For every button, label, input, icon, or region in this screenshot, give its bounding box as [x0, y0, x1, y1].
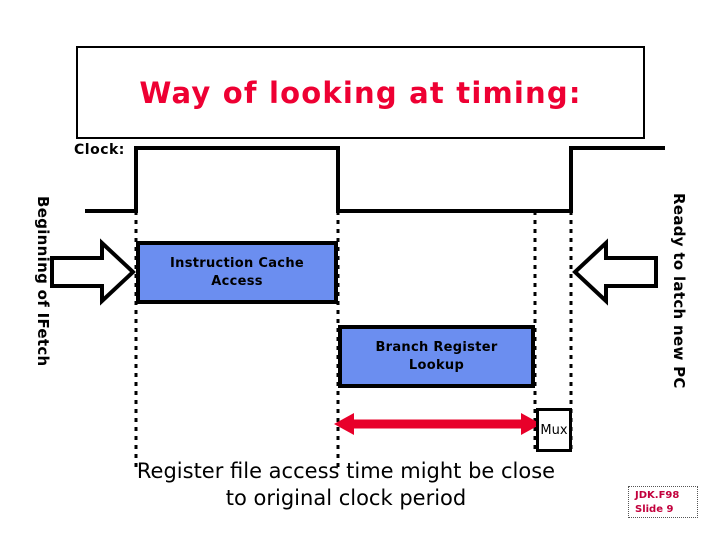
instruction-cache-access-box[interactable]: Instruction Cache Access	[136, 241, 338, 304]
slide-badge-source: JDK.F98	[635, 490, 680, 501]
mux-label: Mux	[540, 422, 568, 438]
instruction-cache-access-label: Instruction Cache Access	[170, 255, 304, 290]
label-ready-to-latch-new-pc: Ready to latch new PC	[670, 193, 688, 389]
label-beginning-of-ifetch: Beginning of IFetch	[34, 196, 52, 367]
icache-line-1: Instruction Cache	[170, 255, 304, 271]
branch-line-2: Lookup	[408, 357, 465, 373]
clock-waveform	[85, 146, 665, 213]
caption-text: Register file access time might be close…	[96, 458, 596, 513]
caption-line-2: to original clock period	[225, 486, 467, 511]
slide-badge-number: Slide 9	[635, 503, 674, 515]
slide-badge: JDK.F98 Slide 9	[628, 486, 698, 518]
block-arrow-left-icon	[572, 238, 658, 306]
block-arrow-right-icon	[50, 238, 136, 306]
page-title: Way of looking at timing:	[139, 75, 582, 110]
branch-line-1: Branch Register	[375, 339, 498, 355]
clock-label: Clock:	[74, 142, 125, 158]
icache-line-2: Access	[211, 273, 263, 289]
timing-span-arrow	[334, 413, 541, 435]
branch-register-lookup-box[interactable]: Branch Register Lookup	[338, 325, 535, 388]
branch-register-lookup-label: Branch Register Lookup	[375, 339, 497, 374]
title-box: Way of looking at timing:	[76, 46, 645, 139]
caption-line-1: Register file access time might be close	[136, 459, 556, 483]
mux-box[interactable]: Mux	[536, 408, 572, 452]
